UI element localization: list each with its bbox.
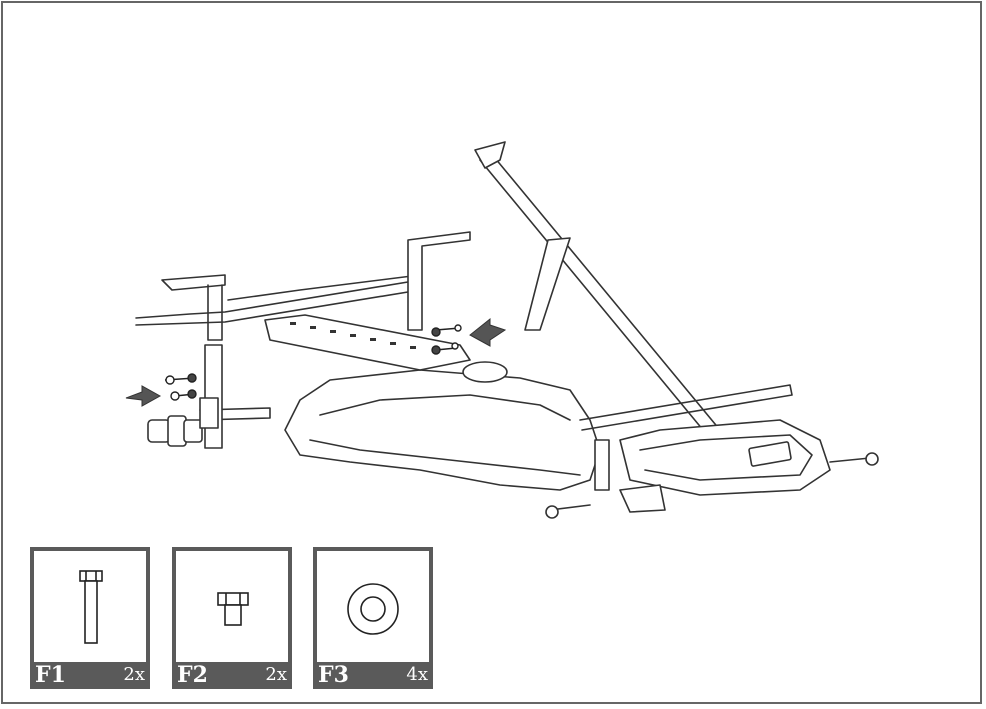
part-image	[317, 551, 429, 662]
arrow-rear-icon	[125, 385, 162, 407]
rear-fasteners	[164, 373, 197, 401]
front-seat-bracket	[407, 231, 471, 331]
top-rail	[227, 275, 413, 301]
rear-hub	[147, 415, 203, 447]
pedal-plate	[462, 361, 508, 383]
part-code: F2	[177, 662, 208, 688]
part-card-f3: F3 4x	[313, 547, 433, 689]
part-quantity: 2x	[265, 664, 287, 685]
front-axle	[579, 384, 793, 431]
front-bumper-inner	[639, 434, 813, 481]
front-bumper	[619, 419, 831, 496]
rear-bracket-plate	[199, 397, 219, 429]
go-kart-assembly-illustration	[125, 141, 879, 519]
part-image	[34, 551, 146, 662]
bolt-icon	[79, 570, 103, 644]
part-card-f2: F2 2x	[172, 547, 292, 689]
steering-support	[524, 237, 571, 331]
front-knuckle	[594, 439, 610, 491]
part-quantity: 4x	[406, 664, 428, 685]
body-panel-line-2	[309, 439, 581, 476]
steering-wheel-mount	[474, 141, 506, 169]
crossbar-holes	[290, 322, 416, 349]
kart-body-shell	[284, 369, 601, 491]
part-image	[176, 551, 288, 662]
seat-crossbar	[264, 314, 471, 371]
part-code: F3	[318, 662, 349, 688]
part-card-f1: F1 2x	[30, 547, 150, 689]
front-wheel-stub-right	[829, 457, 871, 463]
short-bolt-icon	[217, 592, 249, 626]
front-fasteners	[431, 324, 462, 355]
body-panel-line	[319, 394, 571, 421]
part-quantity: 2x	[123, 664, 145, 685]
arrow-front-icon	[469, 317, 507, 347]
washer-icon	[347, 583, 399, 635]
rear-seat-bracket	[161, 274, 226, 291]
front-brake	[619, 484, 666, 513]
rear-upright	[204, 344, 223, 449]
part-code: F1	[35, 662, 66, 688]
front-logo-plate	[748, 441, 792, 467]
